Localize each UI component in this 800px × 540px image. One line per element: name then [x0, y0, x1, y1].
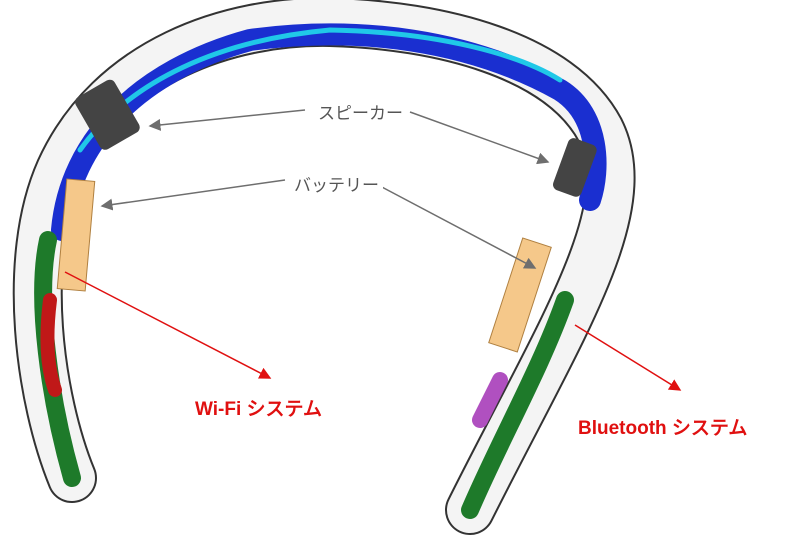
left-speaker: [75, 79, 140, 150]
left-battery: [56, 178, 96, 292]
leader-lines: [64, 109, 682, 391]
battery-label: バッテリー: [290, 171, 383, 196]
wifi-system-label: Wi-Fi システム: [195, 399, 322, 420]
speaker-label: スピーカー: [314, 99, 407, 124]
bluetooth-system-label: Bluetooth システム: [578, 418, 748, 439]
right-speaker: [553, 138, 597, 197]
